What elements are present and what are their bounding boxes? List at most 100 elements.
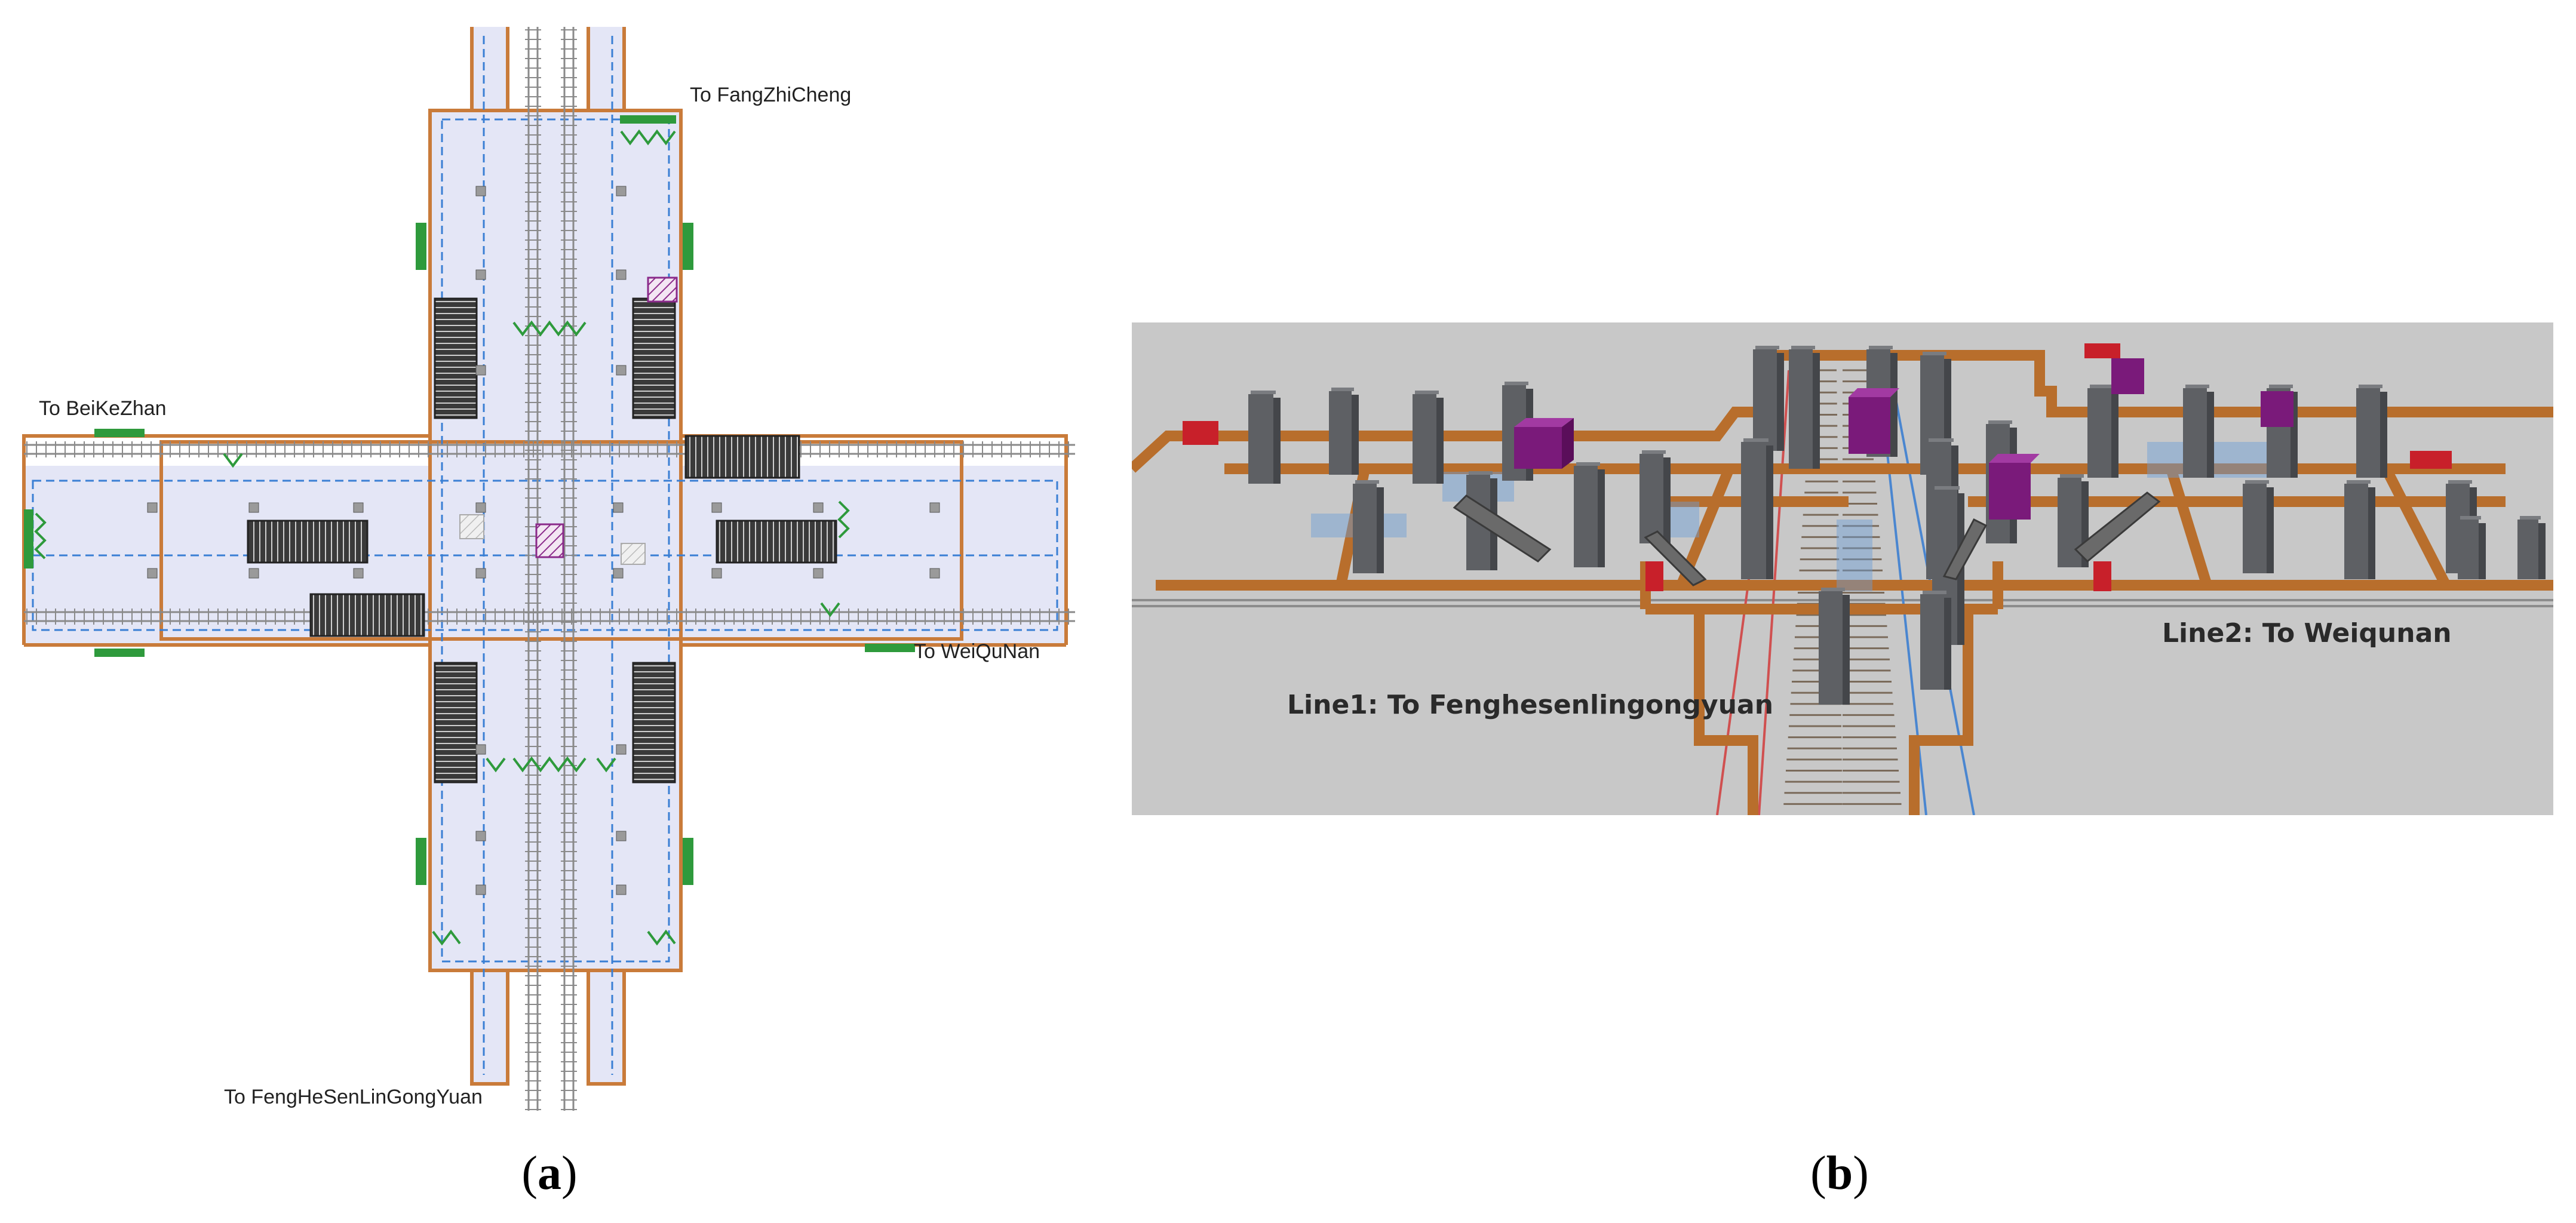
column-marker [475, 831, 486, 841]
escalator [309, 593, 425, 637]
gate-zigzag [837, 500, 850, 539]
escalator [1942, 518, 1988, 580]
escalator [1644, 530, 1707, 586]
column-marker [711, 502, 722, 513]
escalators-3d [1453, 491, 2161, 586]
outer-walls [22, 27, 1068, 1086]
column-marker [475, 884, 486, 895]
panel-b-3d-view: Line1: To Fenghesenlingongyuan Line2: To… [1132, 322, 2553, 815]
red-barriers [1183, 343, 2452, 591]
ticket-box [1849, 388, 1899, 454]
escalators [247, 297, 837, 783]
label-to-beikezhan: To BeiKeZhan [39, 397, 167, 420]
column-marker [813, 502, 824, 513]
line1-tracks [525, 27, 577, 1111]
caption-a: (a) [521, 1147, 577, 1201]
pillar [1248, 391, 1281, 484]
pillar [1741, 438, 1773, 579]
column-marker [353, 502, 364, 513]
gate-zigzag [820, 602, 840, 617]
escalator [1453, 494, 1552, 563]
gate-bar [683, 838, 693, 885]
pillar [2458, 516, 2486, 579]
label-line1: Line1: To Fenghesenlingongyuan [1287, 690, 1773, 720]
column-marker [475, 365, 486, 376]
gate-zigzag [223, 453, 243, 468]
pillar [1353, 480, 1384, 573]
column-marker [616, 186, 627, 196]
column-marker [616, 365, 627, 376]
escalator [716, 520, 837, 564]
caption-a-open: ( [521, 1147, 538, 1200]
ticket-box [1989, 454, 2040, 520]
column-marker [248, 502, 259, 513]
column-marker [813, 568, 824, 579]
gate-zigzag [486, 757, 506, 773]
column-marker [475, 568, 486, 579]
column-marker [613, 502, 624, 513]
escalator [2074, 491, 2161, 563]
gate-zigzag [647, 929, 676, 946]
column-marker [711, 568, 722, 579]
gate-bar [94, 649, 145, 657]
caption-a-letter: a [538, 1147, 561, 1200]
gate-zigzag [596, 757, 616, 773]
column-marker [613, 568, 624, 579]
column-marker [616, 744, 627, 755]
pillar [1413, 391, 1444, 484]
column-marker [616, 831, 627, 841]
label-to-fenghesenlingongyuan: To FengHeSenLinGongYuan [224, 1086, 483, 1108]
gate-bar [94, 429, 145, 437]
gate-bar [416, 223, 426, 270]
gate-bar [683, 223, 693, 270]
escalator [434, 662, 478, 783]
ticket-area [621, 543, 646, 565]
label-to-weiqunan: To WeiQuNan [914, 640, 1040, 663]
caption-b: (b) [1810, 1147, 1869, 1201]
caption-a-close: ) [561, 1147, 578, 1200]
ticket-box [1514, 418, 1574, 469]
pillar [1789, 346, 1820, 469]
pillar [1639, 450, 1671, 543]
fare-gates [24, 115, 915, 946]
gate-bar [865, 644, 915, 652]
dashed-guides [32, 36, 1058, 1075]
pillar [2087, 385, 2118, 478]
escalator [434, 297, 478, 419]
escalator [632, 662, 676, 783]
escalator [684, 435, 800, 479]
ticket-areas [459, 276, 678, 565]
floor-plan-svg: To FangZhiCheng To BeiKeZhan To WeiQuNan… [22, 27, 1075, 1111]
gate-bar [24, 509, 33, 569]
pillar [2517, 516, 2546, 579]
ticket-area [535, 523, 564, 558]
ticket-area [647, 276, 678, 303]
gate-zigzag [432, 929, 461, 946]
column-marker [475, 269, 486, 280]
pillar [1753, 346, 1784, 451]
pillar [2344, 480, 2375, 579]
column-marker [248, 568, 259, 579]
column-marker [353, 568, 364, 579]
pillar [1574, 462, 1605, 567]
pillar [1329, 388, 1359, 475]
gate-bar [416, 838, 426, 885]
column-marker [616, 884, 627, 895]
ticket-box [2111, 358, 2144, 394]
column-marker [147, 568, 158, 579]
caption-b-close: ) [1853, 1147, 1869, 1200]
gate-zigzag [620, 129, 676, 146]
ticket-area [459, 514, 484, 539]
pillar [2356, 385, 2387, 478]
escalator [247, 520, 369, 564]
column-marker [929, 568, 940, 579]
escalator [632, 297, 676, 419]
column-marker [616, 269, 627, 280]
ticket-box [2261, 391, 2293, 427]
pillar [2243, 480, 2274, 573]
column-marker [147, 502, 158, 513]
column-marker [929, 502, 940, 513]
column-marker [475, 186, 486, 196]
ticket-machines [1514, 358, 2293, 520]
gate-zigzag [512, 756, 587, 773]
